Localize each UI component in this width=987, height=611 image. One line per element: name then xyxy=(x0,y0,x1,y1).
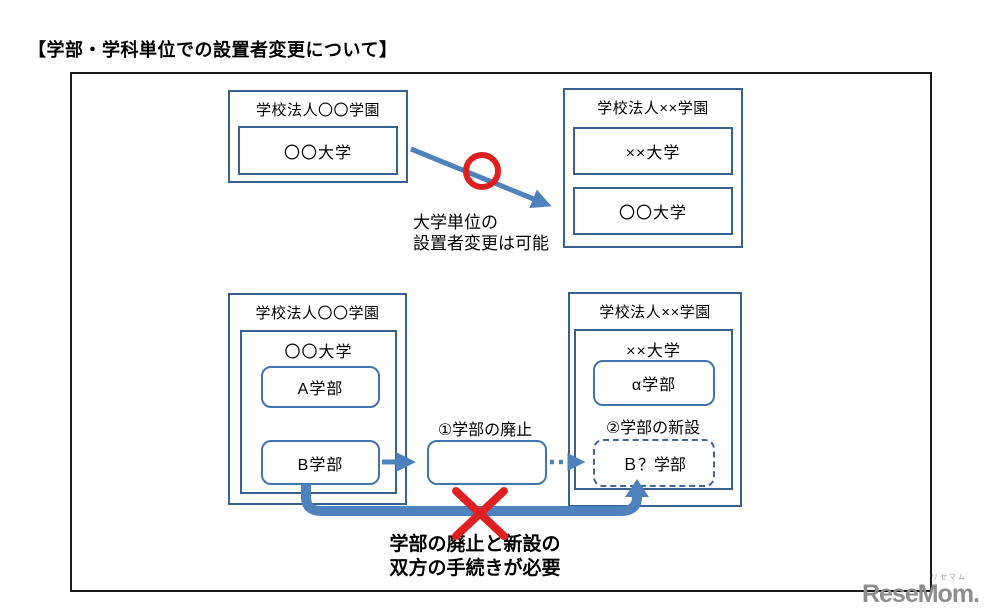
resemom-logo-text: ReseMom. xyxy=(861,580,980,608)
faculty-alpha-box: α学部 xyxy=(593,360,715,406)
resemom-logo: リセマム ReseMom. xyxy=(861,574,980,608)
bottom-right-university-label: ××大学 xyxy=(626,343,681,360)
top-left-school-label: 学校法人〇〇学園 xyxy=(255,102,380,119)
new-step-label: ②学部の新設 xyxy=(605,420,701,437)
top-right-university-box-1: ××大学 xyxy=(573,127,733,175)
faculty-b-box: B学部 xyxy=(261,440,380,485)
abolish-step-label: ①学部の廃止 xyxy=(437,422,533,439)
top-note-line1: 大学単位の xyxy=(413,213,498,232)
diagram-outer-frame xyxy=(70,72,932,592)
bottom-left-university-label: 〇〇大学 xyxy=(284,344,353,361)
new-faculty-box: Ｂ？学部 xyxy=(593,439,715,487)
top-note-line2: 設置者変更は可能 xyxy=(413,234,549,253)
bottom-note: 学部の廃止と新設の 双方の手続きが必要 xyxy=(350,533,600,581)
top-note: 大学単位の 設置者変更は可能 xyxy=(413,212,549,254)
top-left-university-box: 〇〇大学 xyxy=(238,126,398,175)
bottom-left-school-label: 学校法人〇〇学園 xyxy=(255,305,380,322)
top-right-university-box-2: 〇〇大学 xyxy=(573,187,733,235)
bottom-right-school-label: 学校法人××学園 xyxy=(599,304,711,321)
top-right-school-label: 学校法人××学園 xyxy=(597,100,709,117)
abolished-faculty-box xyxy=(427,440,547,485)
bottom-note-line1: 学部の廃止と新設の xyxy=(389,534,561,555)
resemom-logo-ruby: リセマム xyxy=(931,574,967,581)
page-title: 【学部・学科単位での設置者変更について】 xyxy=(28,40,398,60)
faculty-a-box: A学部 xyxy=(261,366,380,408)
bottom-note-line2: 双方の手続きが必要 xyxy=(389,558,561,579)
